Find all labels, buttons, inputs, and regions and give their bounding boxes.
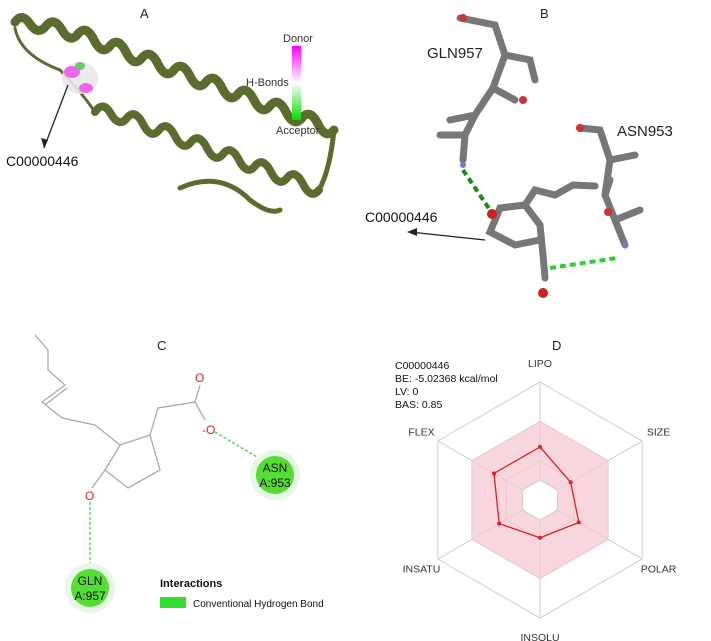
helix-ribbon-upper: [10, 13, 339, 139]
panel-c-label: C: [157, 338, 167, 353]
axis-labels: LIPO SIZE POLAR INSOLU INSATU FLEX: [403, 358, 677, 641]
ligand-label-a: C00000446: [6, 153, 79, 169]
info-compound-id: C00000446: [395, 360, 450, 372]
legend-donor: Donor: [283, 33, 313, 45]
axis-label-lipo: LIPO: [528, 358, 552, 370]
bioavailability-radar: LIPO SIZE POLAR INSOLU INSATU FLEX: [403, 358, 677, 641]
axis-label-polar: POLAR: [641, 563, 677, 575]
hbond-gln-ligand: [461, 168, 492, 212]
profile-point-polar: [576, 520, 581, 525]
residue-gln-node: GLN A:957: [65, 563, 115, 613]
atom-o-top: O: [195, 371, 204, 385]
panel-b-label: B: [540, 6, 549, 21]
atom-colors: [459, 14, 628, 298]
axis-label-insolu: INSOLU: [520, 632, 559, 641]
axis-label-size: SIZE: [647, 427, 670, 439]
ligand-arrow-b: [409, 231, 486, 241]
profile-point-insatu: [497, 521, 502, 526]
compound-info: C00000446 BE: -5.02368 kcal/mol LV: 0 BA…: [395, 360, 498, 412]
residue-sticks: [436, 14, 644, 282]
residue-asn-node: ASN A:953: [250, 450, 300, 500]
hbond-legend-label: Conventional Hydrogen Bond: [193, 599, 324, 610]
axis-label-insatu: INSATU: [403, 563, 441, 575]
ligand-arrow: [43, 84, 69, 149]
optimal-inner-boundary: [522, 479, 558, 521]
atom-o-minus: -O: [202, 423, 215, 437]
gln-name: GLN: [78, 574, 103, 588]
panel-d-label: D: [552, 338, 562, 353]
hbond-line-asn: [214, 431, 263, 461]
interactions-legend-title: Interactions: [160, 578, 222, 590]
asn-name: ASN: [263, 461, 288, 475]
asn-chain: A:953: [259, 476, 291, 490]
legend-acceptor: Acceptor: [276, 125, 320, 137]
atom-o-ketone: O: [85, 489, 94, 503]
info-bioavailability-score: BAS: 0.85: [395, 399, 443, 411]
profile-points: [492, 444, 581, 540]
profile-point-insolu: [538, 535, 542, 540]
ligand-skeleton: [34, 334, 206, 489]
residue-gln957-label: GLN957: [427, 45, 483, 62]
info-lipinski-violations: LV: 0: [395, 386, 419, 398]
ligand-label-b: C00000446: [365, 209, 438, 225]
profile-point-size: [568, 480, 573, 485]
panel-a-label: A: [140, 6, 149, 21]
hbond-asn-ligand: [549, 256, 618, 270]
profile-point-flex: [492, 471, 497, 476]
ligand-surface: [62, 62, 98, 94]
hbond-gradient-bar: [292, 46, 301, 120]
panel-b-binding-site: GLN957 ASN953 C00000446: [365, 14, 673, 298]
gln-chain: A:957: [74, 589, 106, 603]
legend-hbonds: H-Bonds: [246, 77, 289, 89]
profile-point-lipo: [538, 444, 542, 449]
residue-asn953-label: ASN953: [617, 123, 673, 140]
panel-a-protein-view: C00000446 Donor H-Bonds Acceptor: [6, 13, 339, 214]
info-binding-energy: BE: -5.02368 kcal/mol: [395, 373, 498, 385]
hbond-legend-swatch: [160, 597, 186, 608]
panel-c-2d-interactions: O -O O ASN A:953 GLN A:957 Interactions …: [34, 334, 324, 613]
axis-label-flex: FLEX: [408, 427, 434, 439]
